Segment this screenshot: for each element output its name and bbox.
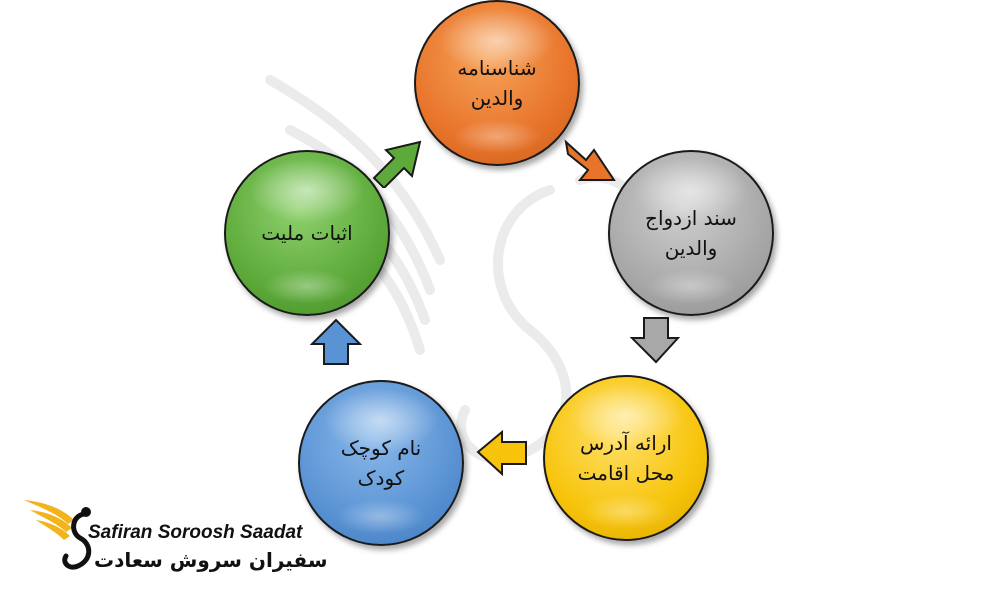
node-label: ارائه آدرس محل اقامت: [577, 431, 675, 485]
arrow-gray-icon: [629, 317, 680, 364]
node-marriage-certificate: سند ازدواج والدین: [608, 150, 774, 316]
company-logo: Safiran Soroosh Saadat سفیران سروش سعادت: [22, 492, 328, 582]
node-label: سند ازدواج والدین: [645, 206, 737, 260]
arrow-blue-icon: [310, 318, 362, 365]
node-label: نام کوچک کودک: [340, 436, 422, 490]
arrow-orange-icon: [564, 139, 616, 181]
logo-wings-icon: [24, 500, 92, 570]
arrow-yellow-icon: [476, 430, 527, 476]
node-label: اثبات ملیت: [261, 221, 353, 245]
logo-name-en: Safiran Soroosh Saadat: [88, 522, 303, 543]
node-child-name: نام کوچک کودک: [298, 380, 464, 546]
node-nationality-proof: اثبات ملیت: [224, 150, 390, 316]
node-residence-address: ارائه آدرس محل اقامت: [543, 375, 709, 541]
node-birth-certificate: شناسنامه والدین: [414, 0, 580, 166]
arrow-green-icon: [372, 140, 422, 188]
node-label: شناسنامه والدین: [457, 56, 537, 110]
logo-name-fa: سفیران سروش سعادت: [94, 548, 328, 572]
